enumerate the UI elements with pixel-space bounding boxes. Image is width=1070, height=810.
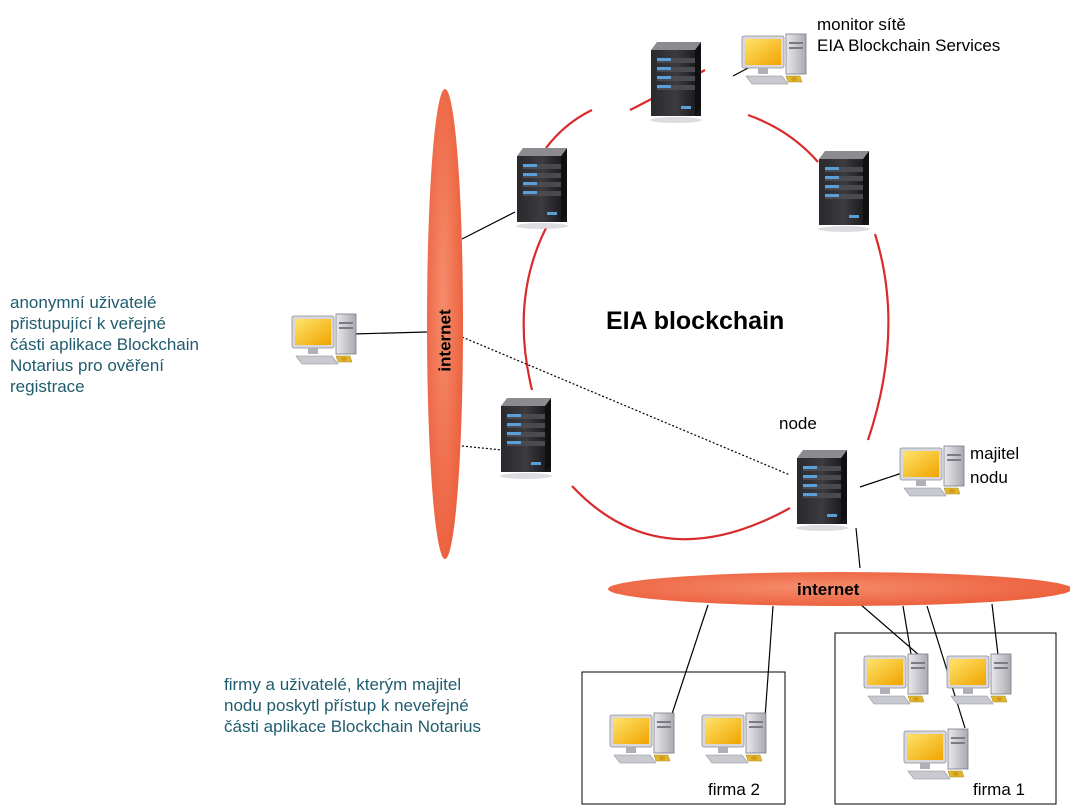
link-line (461, 211, 516, 240)
ring-arc (747, 113, 819, 163)
server-icon (818, 151, 870, 232)
server-icon (500, 398, 552, 479)
owner-computer-icon (899, 445, 965, 497)
ring-arc (545, 109, 593, 149)
link-line (669, 604, 709, 721)
dotted-link (461, 336, 791, 476)
owner-label: majitel nodu (970, 442, 1019, 490)
firma-1-box (834, 632, 1057, 805)
monitor-label-line2: EIA Blockchain Services (817, 36, 1001, 55)
anon-line1: anonymní uživatelé (10, 293, 157, 312)
firms-line3: části aplikace Blockchain Notarius (224, 717, 482, 736)
link-line (764, 605, 774, 719)
computer-icon (903, 728, 969, 780)
blockchain-ring (522, 69, 890, 541)
server-node-icon (796, 450, 848, 531)
firms-label: firmy a uživatelé, kterým majitel nodu p… (224, 674, 481, 737)
anon-line5: registrace (10, 377, 85, 396)
monitor-label-line1: monitor sítě (817, 15, 906, 34)
anon-line3: části aplikace Blockchain (10, 335, 199, 354)
internet-label-vertical: internet (435, 309, 455, 372)
diagram-title: EIA blockchain (606, 307, 785, 335)
dotted-link (461, 445, 503, 451)
connections (351, 66, 999, 729)
monitor-label: monitor sítě EIA Blockchain Services (817, 14, 1000, 56)
link-line (732, 66, 751, 77)
firms-line2: nodu poskytl přístup k neveřejné (224, 696, 469, 715)
ring-arc (522, 227, 547, 391)
node-label: node (779, 414, 817, 433)
internet-cloud-vertical (427, 89, 463, 559)
ring-arc (866, 233, 890, 441)
anonymous-user-computer-icon (291, 313, 357, 365)
firma-2-box (581, 671, 786, 805)
owner-line1: majitel (970, 444, 1020, 463)
anonymous-users-label: anonymní uživatelé přistupující k veřejn… (10, 292, 199, 397)
anon-line4: Notarius pro ověření (10, 356, 165, 375)
link-line (855, 527, 861, 569)
computer-icon (946, 653, 1012, 705)
computer-icon (863, 653, 929, 705)
link-line (351, 331, 428, 335)
internet-cloud-horizontal (608, 572, 1070, 606)
anon-line2: přistupující k veřejné (10, 314, 166, 333)
ring-arc (571, 485, 791, 541)
owner-line2: nodu (970, 468, 1008, 487)
server-icon (650, 42, 702, 123)
firma-1-label: firma 1 (973, 780, 1025, 799)
server-icon (516, 148, 568, 229)
link-line (859, 471, 906, 488)
computer-icon (701, 712, 767, 764)
computer-icon (609, 712, 675, 764)
internet-label-horizontal: internet (797, 580, 860, 599)
link-line (991, 603, 999, 656)
monitor-computer-icon (741, 33, 807, 85)
link-line (926, 605, 966, 729)
firms-line1: firmy a uživatelé, kterým majitel (224, 675, 462, 694)
firma-2-label: firma 2 (708, 780, 760, 799)
